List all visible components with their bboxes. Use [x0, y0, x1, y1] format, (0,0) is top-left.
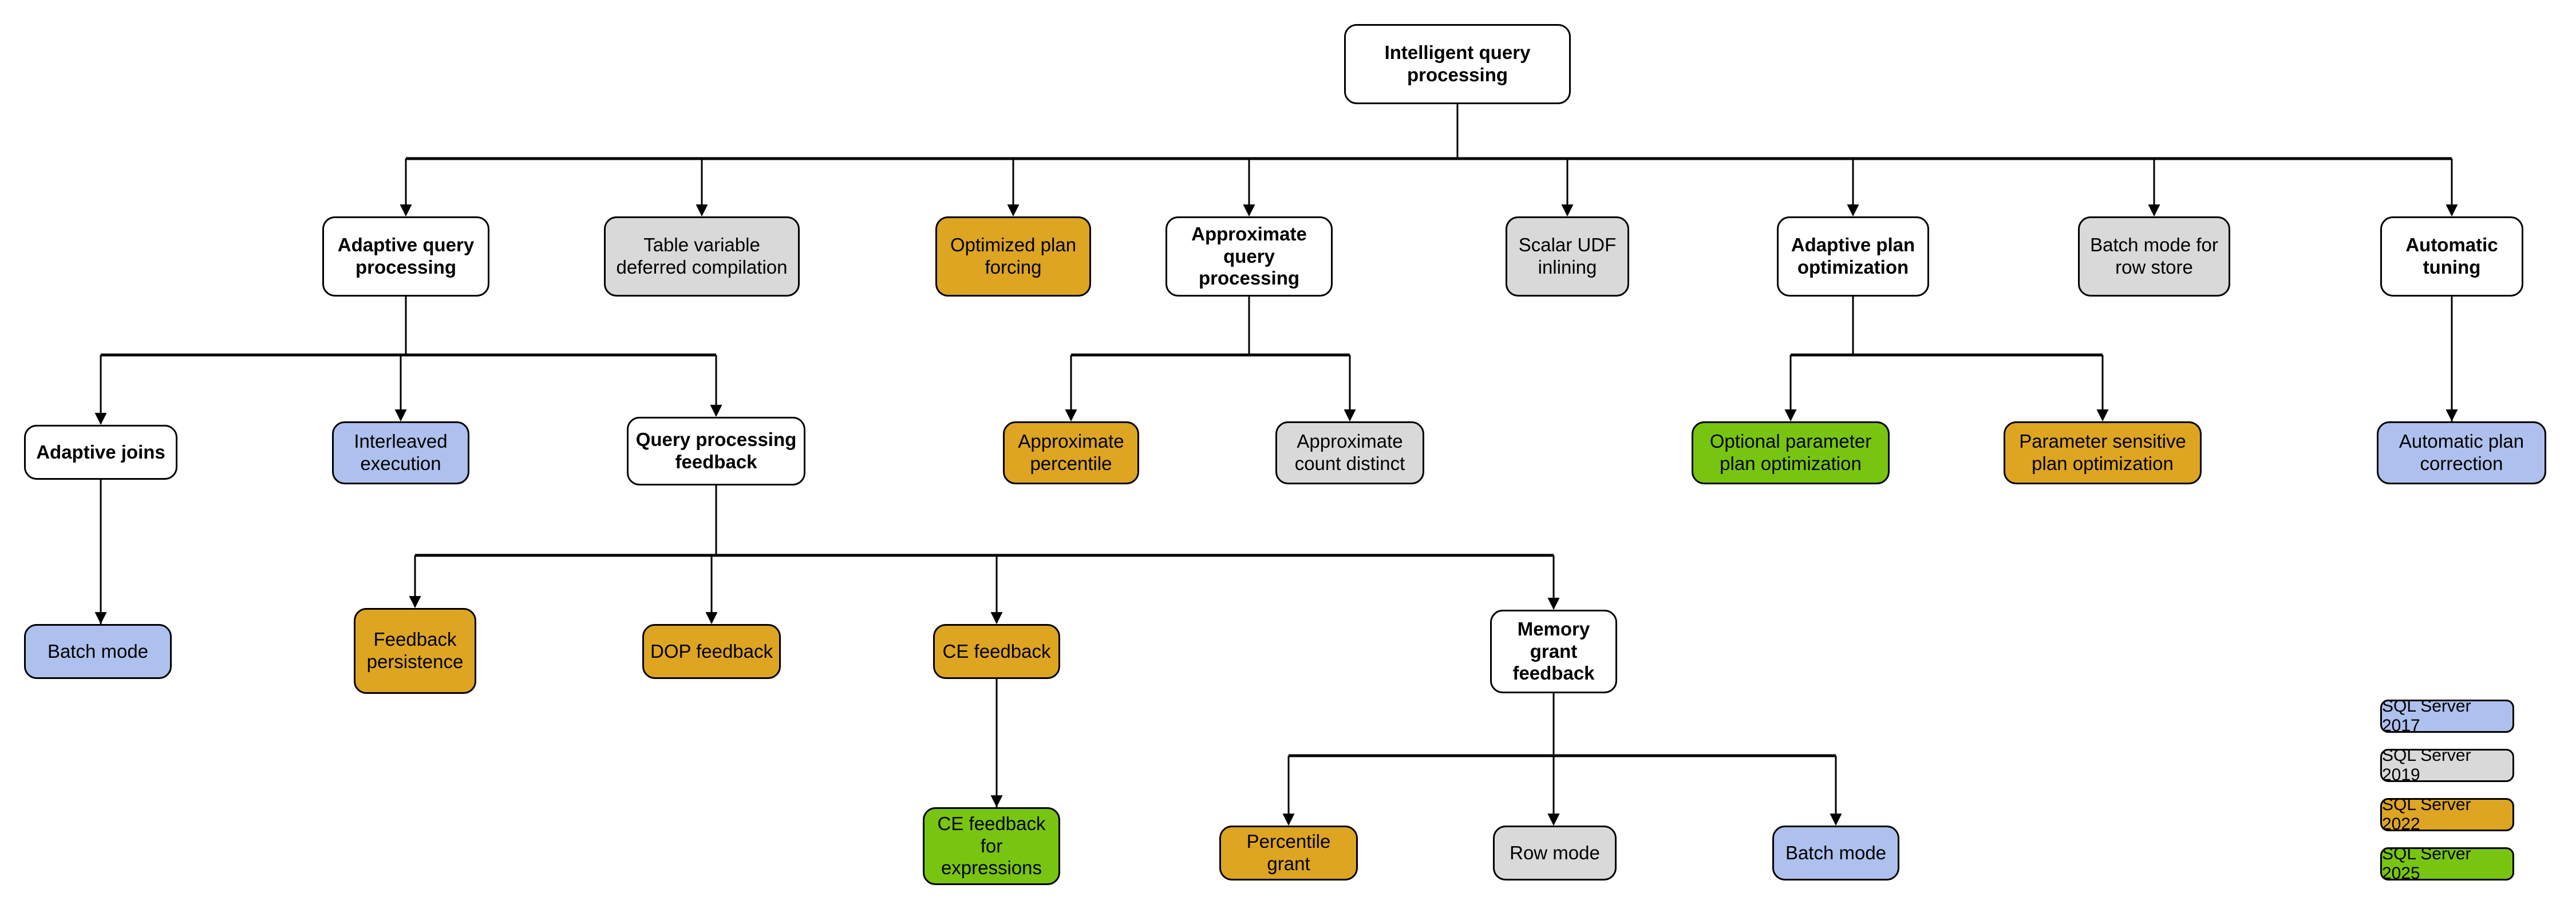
node-root[interactable]: Intelligent query processing: [1344, 24, 1571, 104]
legend-item-sql-server-2019: SQL Server 2019: [2380, 746, 2514, 784]
node-aj[interactable]: Adaptive joins: [24, 425, 177, 480]
legend-item-sql-server-2017: SQL Server 2017: [2380, 697, 2514, 735]
node-rm[interactable]: Row mode: [1493, 826, 1617, 881]
node-at[interactable]: Automatic tuning: [2380, 216, 2523, 297]
node-aqp[interactable]: Adaptive query processing: [322, 216, 489, 297]
node-ap[interactable]: Approximate percentile: [1003, 421, 1139, 484]
node-tvdc[interactable]: Table variable deferred compilation: [604, 216, 800, 297]
node-qpf[interactable]: Query processing feedback: [627, 417, 805, 485]
node-ie[interactable]: Interleaved execution: [332, 421, 469, 484]
node-dopf[interactable]: DOP feedback: [642, 624, 781, 679]
legend-item-sql-server-2022: SQL Server 2022: [2380, 795, 2514, 834]
node-apc[interactable]: Automatic plan correction: [2377, 421, 2546, 484]
node-oppo[interactable]: Optional parameter plan optimization: [1692, 421, 1890, 484]
node-fp[interactable]: Feedback persistence: [354, 608, 476, 694]
node-apo[interactable]: Adaptive plan optimization: [1777, 216, 1929, 297]
legend-item-sql-server-2025: SQL Server 2025: [2380, 844, 2514, 883]
node-cefe[interactable]: CE feedback for expressions: [923, 807, 1060, 885]
node-mgf[interactable]: Memory grant feedback: [1490, 610, 1617, 693]
node-bm2[interactable]: Batch mode: [1772, 826, 1899, 881]
node-cef[interactable]: CE feedback: [933, 624, 1060, 679]
node-bm1[interactable]: Batch mode: [24, 624, 172, 679]
node-pspo[interactable]: Parameter sensitive plan optimization: [2004, 421, 2202, 484]
node-acd[interactable]: Approximate count distinct: [1275, 421, 1424, 484]
node-apqp[interactable]: Approximate query processing: [1165, 216, 1333, 297]
node-bmrs[interactable]: Batch mode for row store: [2078, 216, 2230, 297]
node-opf[interactable]: Optimized plan forcing: [935, 216, 1091, 297]
node-sudf[interactable]: Scalar UDF inlining: [1506, 216, 1629, 297]
node-pg[interactable]: Percentile grant: [1219, 826, 1358, 881]
